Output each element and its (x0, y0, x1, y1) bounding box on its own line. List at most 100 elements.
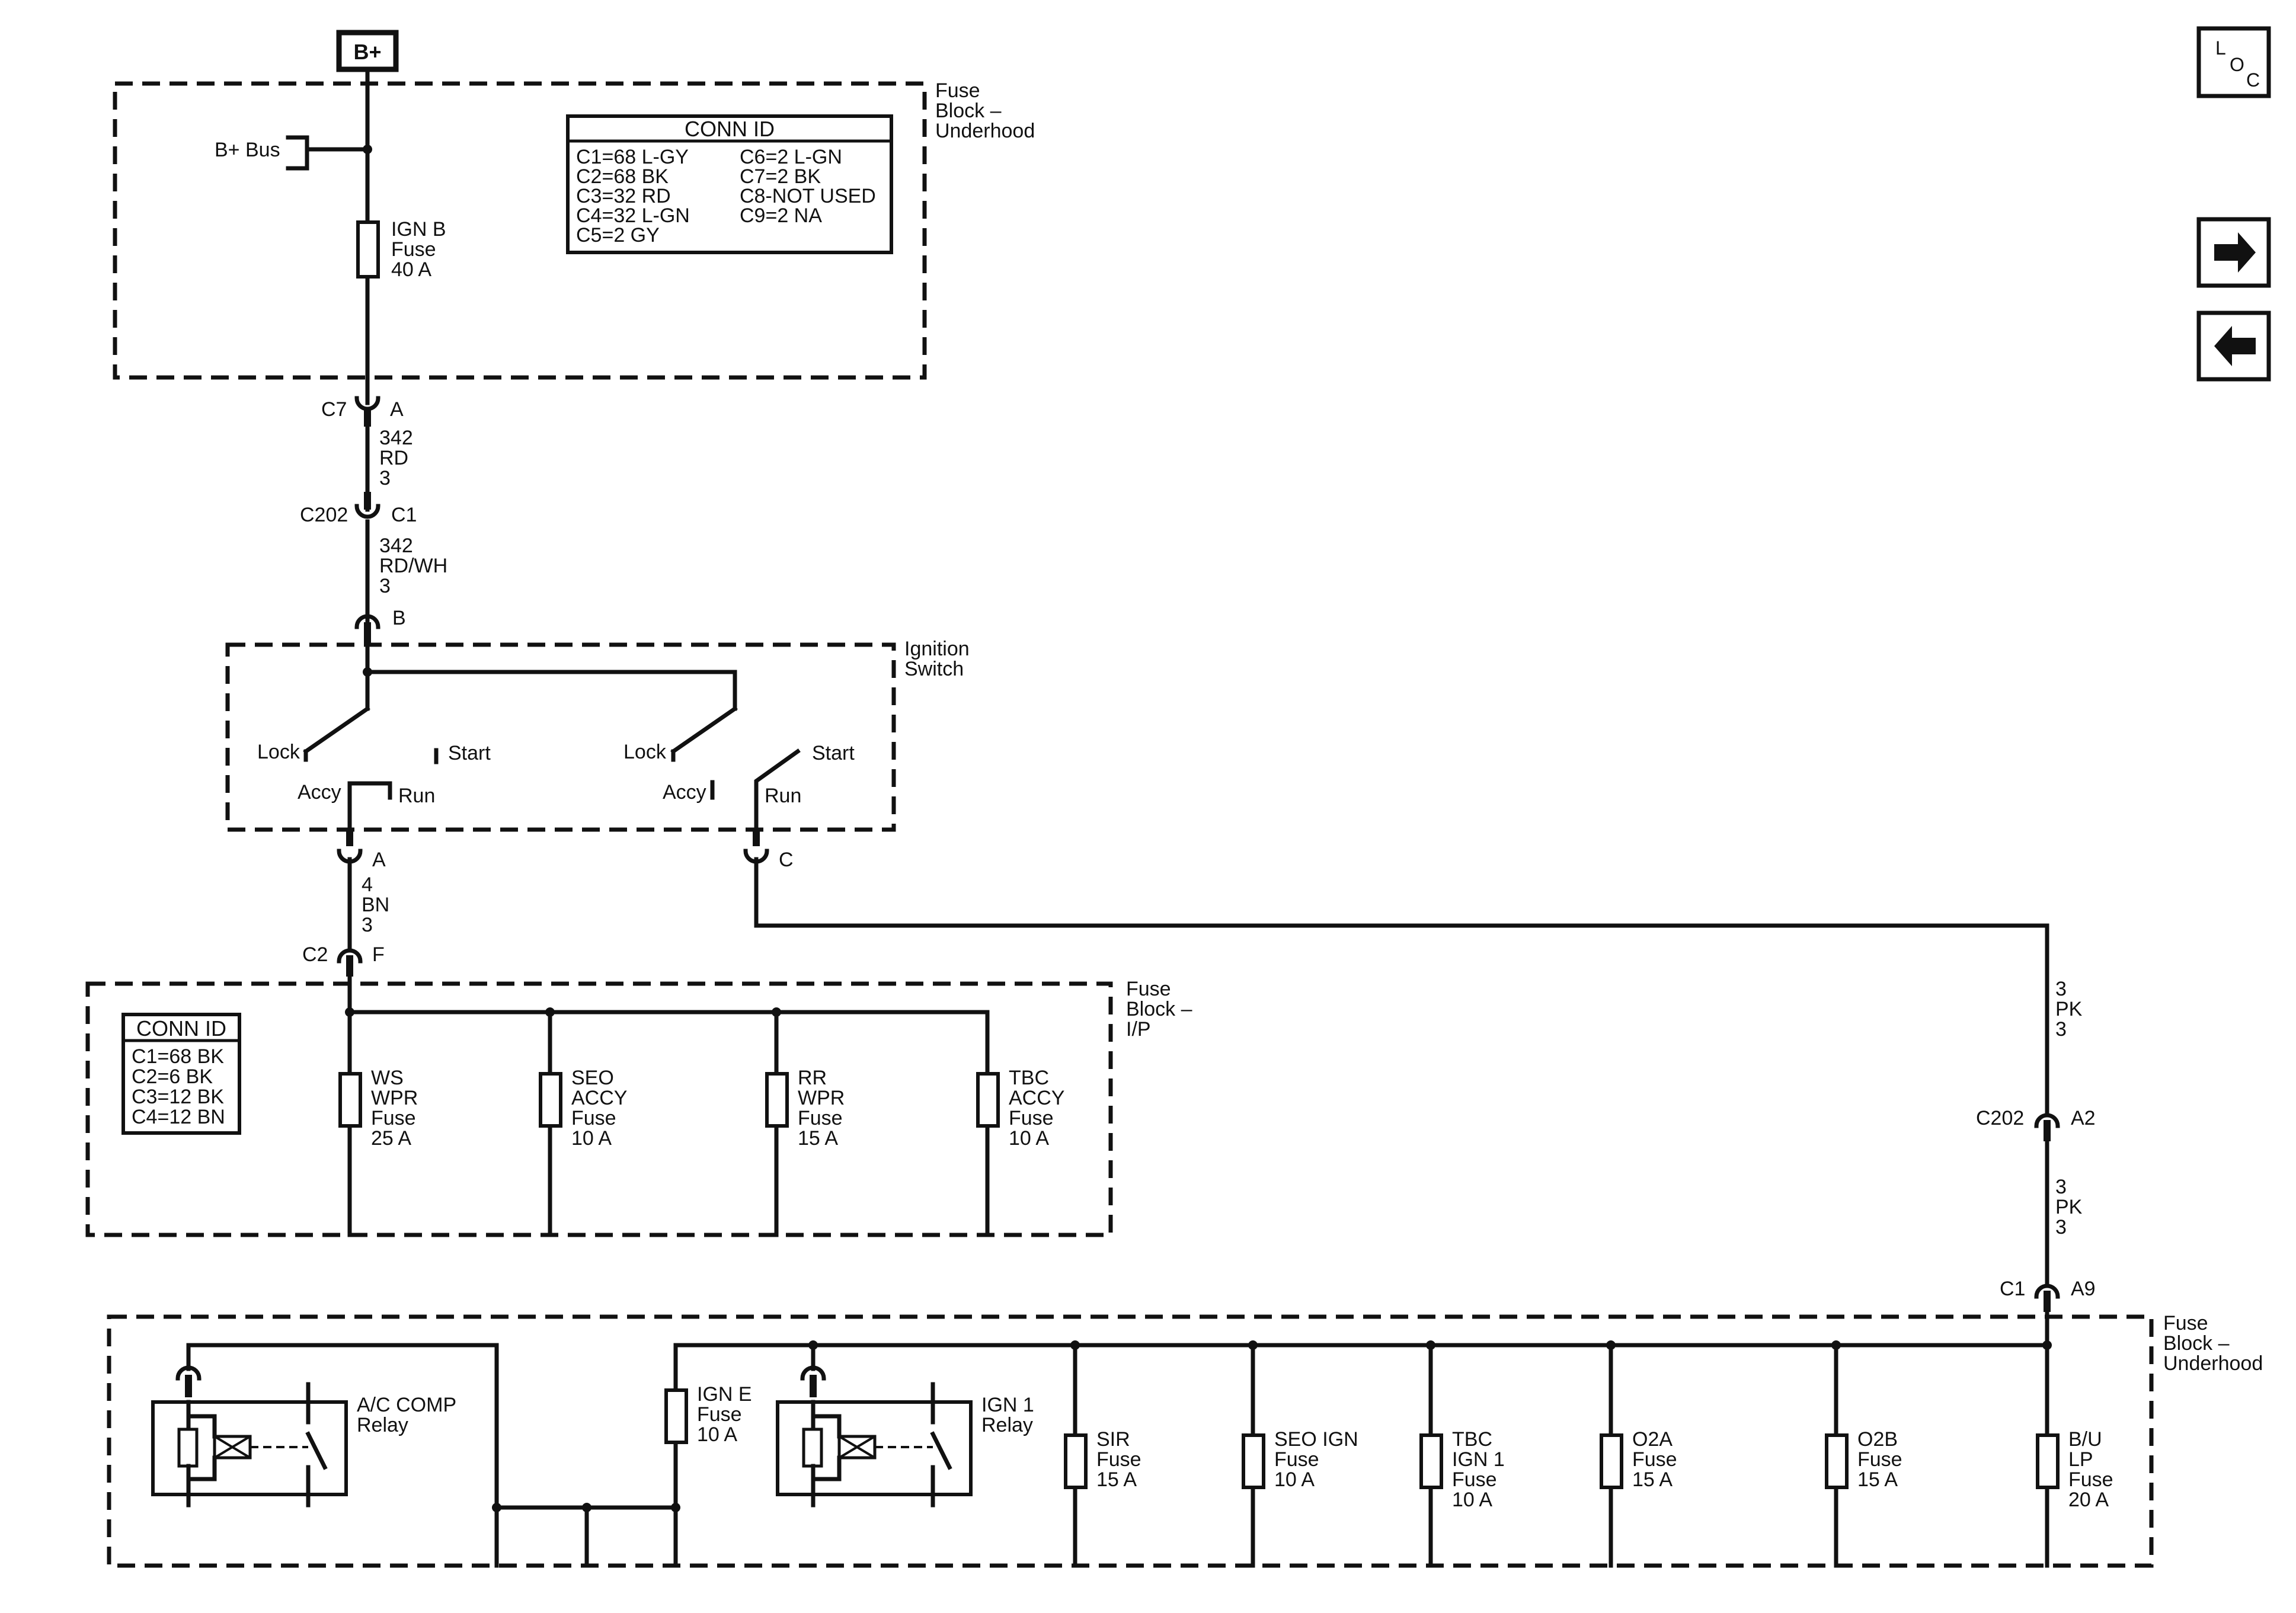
conn-c202-a2-left-label: C202 (1976, 1107, 2024, 1129)
fuse-block-ip-label-2: Block – (1126, 998, 1192, 1020)
tbc-accy-fuse-label-4: 10 A (1009, 1127, 1049, 1150)
svg-text:CONN ID: CONN ID (685, 117, 775, 141)
svg-text:C1=68 BK: C1=68 BK (132, 1045, 224, 1068)
svg-text:C8-NOT USED: C8-NOT USED (740, 185, 876, 207)
ac-comp-relay (151, 1345, 348, 1508)
svg-text:C9=2 NA: C9=2 NA (740, 204, 822, 227)
rr-wpr-fuse-label-3: Fuse (798, 1107, 843, 1129)
svg-text:C: C (2246, 69, 2260, 91)
wire-3-label-1: 4 (362, 873, 373, 896)
fuse-block-underhood-top-label-1: Fuse (935, 79, 980, 102)
switch-left-accy-label: Accy (298, 781, 341, 804)
tbc-accy-fuse-label-2: ACCY (1009, 1087, 1064, 1109)
conn-id-table-ip: CONN ID C1=68 BK C2=6 BK C3=12 BK C4=12 … (121, 1013, 241, 1135)
sir-fuse-label-2: Fuse (1096, 1448, 1141, 1471)
arrow-left-icon[interactable] (2196, 311, 2271, 382)
ign-b-fuse (356, 220, 380, 279)
seo-accy-fuse-label-3: Fuse (571, 1107, 616, 1129)
ws-wpr-fuse-label-1: WS (371, 1067, 404, 1089)
ign-e-fuse (664, 1388, 688, 1444)
conn-c1-a9-left-label: C1 (2000, 1278, 2025, 1300)
tbc-accy-fuse (976, 1072, 1000, 1128)
svg-text:L: L (2215, 37, 2226, 59)
o2b-fuse-label-2: Fuse (1857, 1448, 1902, 1471)
seo-accy-fuse (539, 1072, 562, 1128)
seo-accy-fuse-label-4: 10 A (571, 1127, 612, 1150)
conn-c2-left-label: C2 (302, 943, 328, 966)
conn-c7-right-label: A (390, 398, 404, 421)
fuse-block-ip (85, 981, 1113, 1237)
o2a-fuse-label-1: O2A (1632, 1428, 1673, 1451)
tbc-ign1-fuse-label-1: TBC (1452, 1428, 1492, 1451)
tbc-accy-fuse-label-3: Fuse (1009, 1107, 1054, 1129)
ignition-switch-label-2: Switch (904, 658, 964, 680)
conn-a-label: A (372, 849, 386, 871)
tbc-ign1-fuse-label-4: 10 A (1452, 1489, 1492, 1511)
ign1-relay (776, 1343, 973, 1508)
fuse-block-underhood-bottom-label-3: Underhood (2163, 1352, 2263, 1375)
fuse-block-underhood-bottom-label-2: Block – (2163, 1332, 2230, 1355)
svg-text:B+: B+ (353, 40, 381, 64)
switch-left-lock-label: Lock (257, 741, 300, 763)
ws-wpr-fuse-label-2: WPR (371, 1087, 418, 1109)
switch-right-run-label: Run (765, 785, 801, 807)
connector-c202-a2 (2034, 1113, 2060, 1128)
seo-accy-fuse-label-1: SEO (571, 1067, 614, 1089)
svg-text:C4=32 L-GN: C4=32 L-GN (576, 204, 690, 227)
ign-b-fuse-label-2: Fuse (391, 238, 436, 261)
ws-wpr-fuse (338, 1072, 362, 1128)
ign-e-fuse-label-3: 10 A (697, 1423, 737, 1446)
connector-b (354, 614, 380, 629)
svg-text:C4=12 BN: C4=12 BN (132, 1106, 225, 1128)
conn-c-label: C (779, 849, 794, 871)
wire-3-label-3: 3 (362, 914, 373, 936)
rr-wpr-fuse-label-2: WPR (798, 1087, 845, 1109)
conn-c7-left-label: C7 (321, 398, 347, 421)
svg-text:C7=2 BK: C7=2 BK (740, 165, 821, 188)
connector-c1-a9 (2034, 1284, 2060, 1299)
sir-fuse (1064, 1433, 1088, 1489)
o2b-fuse-label-1: O2B (1857, 1428, 1898, 1451)
ign1-relay-label-2: Relay (981, 1414, 1033, 1436)
ign-e-fuse-label-1: IGN E (697, 1383, 752, 1406)
wire-5-label-1: 3 (2055, 1176, 2067, 1198)
switch-right-lock-label: Lock (623, 741, 667, 763)
wire-4-label-2: PK (2055, 998, 2083, 1020)
tbc-ign1-fuse (1419, 1433, 1443, 1489)
bu-lp-fuse (2036, 1433, 2060, 1489)
seo-ign-fuse-label-2: Fuse (1274, 1448, 1319, 1471)
loc-icon[interactable]: L O C (2196, 26, 2271, 98)
svg-text:C3=12 BK: C3=12 BK (132, 1086, 224, 1108)
wire-4-label-1: 3 (2055, 978, 2067, 1000)
fuse-block-underhood-top (113, 81, 927, 380)
svg-text:C2=68 BK: C2=68 BK (576, 165, 669, 188)
ws-wpr-fuse-label-3: Fuse (371, 1107, 416, 1129)
o2a-fuse (1600, 1433, 1623, 1489)
tbc-ign1-fuse-label-2: IGN 1 (1452, 1448, 1505, 1471)
switch-right-start-label: Start (812, 742, 855, 764)
fuse-block-underhood-top-label-3: Underhood (935, 120, 1035, 142)
conn-c202-c1-right-label: C1 (391, 504, 417, 526)
tbc-accy-fuse-label-1: TBC (1009, 1067, 1049, 1089)
connector-c202-c1 (354, 504, 380, 519)
bu-lp-fuse-label-2: LP (2068, 1448, 2093, 1471)
svg-text:C1=68 L-GY: C1=68 L-GY (576, 146, 689, 168)
wire-5-label-3: 3 (2055, 1216, 2067, 1238)
bu-lp-fuse-label-3: Fuse (2068, 1468, 2113, 1491)
bu-lp-fuse-label-4: 20 A (2068, 1489, 2109, 1511)
arrow-right-icon[interactable] (2196, 217, 2271, 288)
ignition-switch-box (225, 642, 896, 832)
switch-right-accy-label: Accy (663, 781, 706, 804)
bu-lp-fuse-label-1: B/U (2068, 1428, 2102, 1451)
wire-2-label-2: RD/WH (379, 555, 447, 577)
fuse-block-ip-label-3: I/P (1126, 1018, 1151, 1041)
wire-3-label-2: BN (362, 894, 389, 916)
rr-wpr-fuse-label-1: RR (798, 1067, 827, 1089)
o2a-fuse-label-2: Fuse (1632, 1448, 1677, 1471)
svg-text:C2=6 BK: C2=6 BK (132, 1065, 213, 1088)
wire-4-label-3: 3 (2055, 1018, 2067, 1041)
wire-2-label-3: 3 (379, 575, 391, 597)
ign1-relay-label-1: IGN 1 (981, 1394, 1034, 1416)
conn-c202-c1-left-label: C202 (300, 504, 348, 526)
